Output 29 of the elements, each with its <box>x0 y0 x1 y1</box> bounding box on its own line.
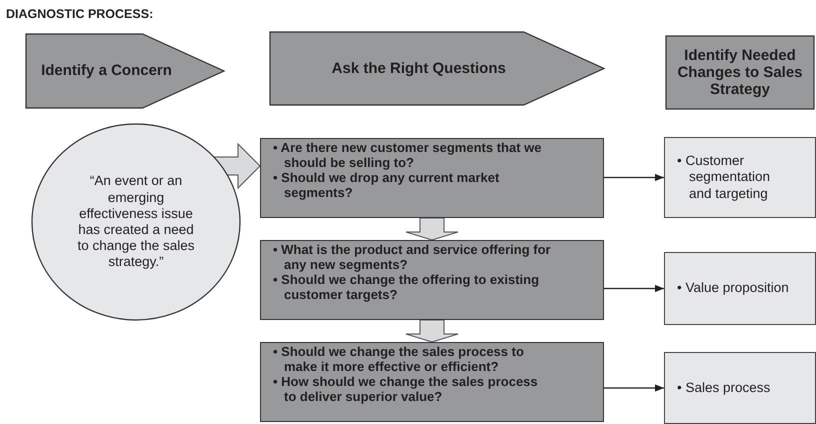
question-box <box>260 240 604 320</box>
block-arrow <box>406 218 458 241</box>
arrow <box>604 284 664 292</box>
step-heading: Identify a Concern <box>41 62 173 80</box>
question-item: • What is the product and service offering for any new segments? <box>273 243 552 273</box>
quote-text: “An event or an emerging effectiveness issue has created a need to change the sales strategy.” <box>77 173 195 271</box>
change-box <box>664 352 816 424</box>
chevron-step <box>270 32 604 105</box>
change-item: • Sales process <box>677 380 770 396</box>
diagram-title: DIAGNOSTIC PROCESS: <box>6 7 154 21</box>
question-item: • Should we drop any current market segments? <box>273 170 500 201</box>
arrow <box>604 174 664 182</box>
change-item: • Customer segmentation and targeting <box>677 153 772 202</box>
step-box <box>666 36 814 109</box>
question-item: • Are there new customer segments that we should be selling to? <box>273 141 542 171</box>
change-item: • Value proposition <box>677 280 789 297</box>
chevron-step <box>26 34 224 108</box>
question-item: • How should we change the sales process to deliver superior value? <box>273 374 539 405</box>
step-heading: Identify Needed Changes to Sales Strategy <box>676 46 804 98</box>
arrow <box>604 384 664 392</box>
step-heading: Ask the Right Questions <box>332 60 507 78</box>
change-box <box>664 252 816 325</box>
question-box <box>260 342 604 422</box>
question-item: • Should we change the sales process to make it more effective or efficient? <box>273 345 525 375</box>
change-box <box>664 137 816 218</box>
quote-circle <box>32 124 240 320</box>
question-box <box>260 138 604 218</box>
question-item: • Should we change the offering to existing customer targets? <box>273 272 540 303</box>
block-arrow <box>406 320 458 343</box>
